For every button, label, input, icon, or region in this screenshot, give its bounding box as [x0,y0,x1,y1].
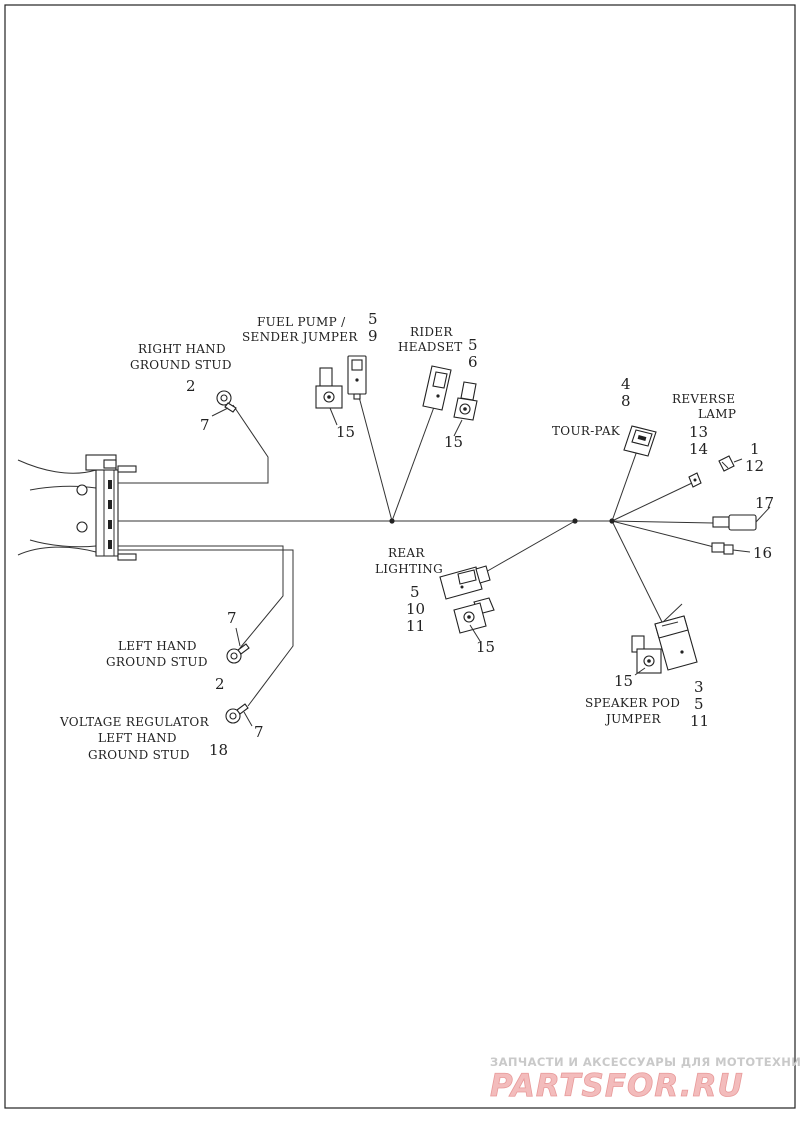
rear-lighting-label-2: LIGHTING [375,562,443,576]
fuel-pump-clip-callout: 15 [336,423,355,441]
fuel-pump-label-1: FUEL PUMP / [257,315,346,329]
bulb-callout-1: 1 [750,440,760,458]
right-ground-callout-wire: 7 [200,416,210,434]
connector-17-callout: 17 [755,494,774,512]
rider-headset-callout-1: 5 [468,336,478,354]
rear-lighting-clip-callout: 15 [476,638,495,656]
harness-wires [118,392,715,707]
right-ground-callout-terminal: 2 [186,377,196,395]
left-ground-label-1: LEFT HAND [118,639,197,653]
connector-17 [712,506,771,531]
vr-ground-terminal [225,703,249,724]
reverse-lamp-callout-1: 13 [689,423,708,441]
vr-ground-callout-wire: 7 [254,723,264,741]
fuel-pump-label-2: SENDER JUMPER [242,330,358,344]
speaker-pod-callout-3: 11 [690,712,709,730]
bulb [718,455,743,472]
bulb-callout-2: 12 [745,457,764,475]
fuel-pump-callout-1: 5 [368,310,378,328]
reverse-lamp-label-2: LAMP [698,407,736,421]
vr-ground-label-1: VOLTAGE REGULATOR [59,715,210,729]
rider-headset-callout-2: 6 [468,353,478,371]
fuel-pump-connector [347,355,367,400]
left-ground-terminal [226,643,250,664]
speaker-pod-label-1: SPEAKER POD [585,696,680,710]
reverse-lamp-label-1: REVERSE [672,392,735,406]
leader-lines [211,407,683,727]
fuel-pump-callout-2: 9 [368,327,378,345]
vr-ground-label-3: GROUND STUD [88,748,190,762]
tour-pak-callout-1: 4 [621,375,631,393]
speaker-pod-label-2: JUMPER [604,712,662,726]
tour-pak-callout-2: 8 [621,392,631,410]
rear-lighting-label-1: REAR [388,546,425,560]
rider-headset-connector [422,365,452,411]
rider-headset-clip-callout: 15 [444,433,463,451]
left-ground-callout-wire: 7 [227,609,237,627]
speaker-pod-clip [631,635,662,674]
right-ground-label-1: RIGHT HAND [138,342,226,356]
page-border [4,4,796,1109]
reverse-lamp-connector [688,472,702,488]
rear-fender-bracket [17,454,137,561]
vr-ground-label-2: LEFT HAND [98,731,177,745]
connector-16 [711,542,751,555]
left-ground-label-2: GROUND STUD [106,655,208,669]
reverse-lamp-callout-2: 14 [689,440,708,458]
rear-lighting-callout-3: 11 [406,617,425,635]
rider-headset-clip [453,381,478,421]
right-ground-label-2: GROUND STUD [130,358,232,372]
watermark-logo: PARTSFOR.RU [490,1068,744,1104]
rider-headset-label-1: RIDER [410,325,453,339]
rear-lighting-callout-2: 10 [406,600,425,618]
rear-lighting-clip [453,597,495,634]
rider-headset-label-2: HEADSET [398,340,463,354]
right-ground-terminal [216,390,237,413]
tour-pak-label: TOUR-PAK [552,424,621,438]
connector-16-callout: 16 [753,544,772,562]
watermark-tagline: ЗАПЧАСТИ И АКСЕССУАРЫ ДЛЯ МОТОТЕХНИКИ [490,1055,800,1069]
tour-pak-connector [623,425,657,457]
speaker-pod-callout-2: 5 [694,695,704,713]
rear-lighting-callout-1: 5 [410,583,420,601]
speaker-pod-callout-1: 3 [694,678,704,696]
left-ground-callout-terminal: 2 [215,675,225,693]
rear-lighting-connector [439,565,491,600]
fuel-pump-clip [315,367,343,409]
vr-ground-callout-terminal: 18 [209,741,228,759]
speaker-pod-connector [654,615,698,671]
speaker-pod-clip-callout: 15 [614,672,633,690]
